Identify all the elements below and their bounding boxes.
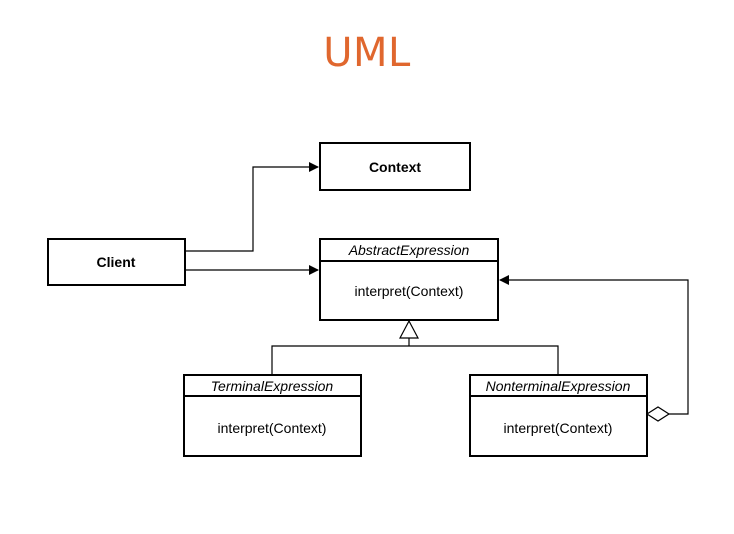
generalization-edges — [271, 319, 559, 375]
class-nonterminal-expression: NonterminalExpression interpret(Context) — [469, 374, 648, 457]
class-context: Context — [319, 142, 471, 191]
aggregation-edge — [499, 275, 689, 422]
class-client: Client — [47, 238, 186, 286]
slide-title: UML — [323, 30, 411, 76]
class-abstract-expression-name: AbstractExpression — [348, 242, 470, 258]
class-abstract-expression: AbstractExpression interpret(Context) — [319, 238, 499, 321]
generalization-triangle-icon — [399, 319, 419, 339]
class-nonterminal-expression-name: NonterminalExpression — [486, 378, 631, 394]
class-client-name: Client — [97, 254, 136, 270]
class-terminal-expression: TerminalExpression interpret(Context) — [183, 374, 362, 457]
class-abstract-expression-method: interpret(Context) — [355, 283, 464, 299]
class-terminal-expression-method: interpret(Context) — [218, 420, 327, 436]
class-nonterminal-expression-method: interpret(Context) — [504, 420, 613, 436]
aggregation-diamond-icon — [645, 406, 671, 422]
client-context-association — [185, 162, 319, 252]
class-terminal-expression-name: TerminalExpression — [211, 378, 334, 394]
class-context-name: Context — [369, 159, 421, 175]
